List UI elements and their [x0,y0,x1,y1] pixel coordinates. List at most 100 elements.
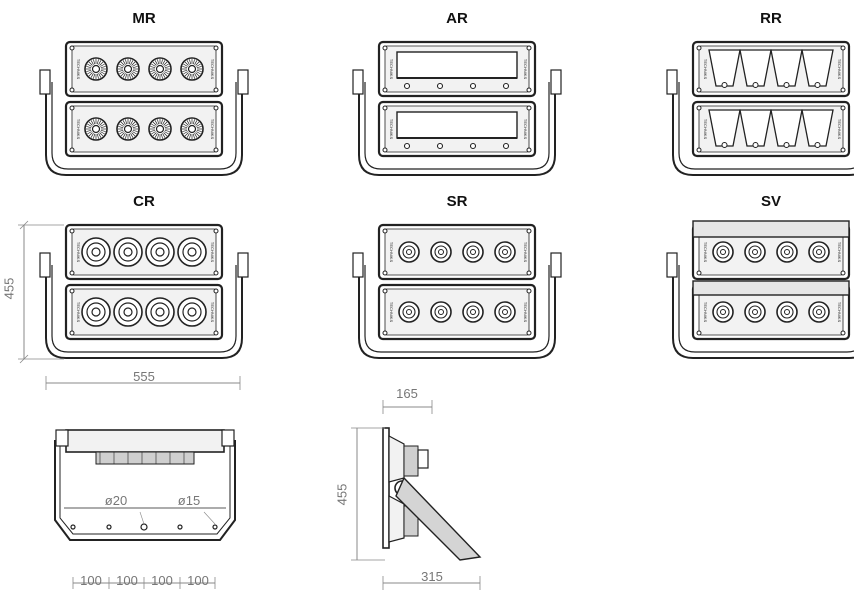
variant-title-sv: SV [760,193,782,210]
side-module-top [388,435,405,483]
pivot-left [352,252,364,278]
optic-reflector [739,49,772,87]
pivot-right [550,69,562,95]
yoke-outer [45,82,243,176]
pivot-left [39,252,51,278]
dim-side-base: 315 [421,569,443,584]
pivot-right [237,252,249,278]
dim-hole-spacing-2: 100 [116,573,138,588]
pivot-left [666,69,678,95]
yoke-outer [45,265,243,359]
mount-hole [140,523,148,531]
dim-front-width: 555 [133,369,155,384]
pivot-right [237,69,249,95]
yoke-inner [678,82,854,170]
optic-reflector [739,109,772,147]
module-plate [71,288,217,336]
side-module-bottom [388,495,405,543]
brand-mark-left: TECHNIKS [703,302,708,323]
visor-mid [692,280,850,296]
optic-reflector [708,109,741,147]
module-plate [71,45,217,93]
mount-hole [106,524,112,530]
mount-hole [212,524,218,530]
brand-mark-left: TECHNIKS [389,119,394,140]
brand-mark-left: TECHNIKS [389,242,394,263]
brand-mark-left: TECHNIKS [703,59,708,80]
plan-housing [65,429,225,453]
yoke-inner [51,265,237,353]
module-plate [384,228,530,276]
fixture-asymmetric-slot: TECHNIKS TECHNIKS TECHNIKS TECHNIKS [352,40,562,176]
dim-hole-small: ø15 [177,493,201,508]
plan-view [54,429,236,589]
brand-mark-right: TECHNIKS [210,119,215,140]
fixture-round-ribbed: TECHNIKS TECHNIKS TECHNIKS TECHNIKS [39,40,249,176]
brand-mark-right: TECHNIKS [523,119,528,140]
brand-mark-right: TECHNIKS [837,302,842,323]
dim-hole-spacing-1: 100 [80,573,102,588]
module-plate [384,288,530,336]
optic-reflector [770,49,803,87]
brand-mark-left: TECHNIKS [76,119,81,140]
fixture-small-ring-visor: TECHNIKS TECHNIKS TECHNIKS TECHNIKS [666,220,854,359]
brand-mark-right: TECHNIKS [210,302,215,323]
optic-slot [396,111,518,139]
dim-hole-spacing-3: 100 [151,573,173,588]
yoke-outer [358,82,556,176]
brand-mark-right: TECHNIKS [523,302,528,323]
variant-title-ar: AR [446,10,468,27]
side-view [351,400,482,590]
brand-mark-left: TECHNIKS [76,302,81,323]
brand-mark-left: TECHNIKS [703,242,708,263]
plan-outline [54,440,236,541]
variant-title-cr: CR [133,193,155,210]
brand-mark-right: TECHNIKS [210,59,215,80]
pivot-left [352,69,364,95]
brand-mark-left: TECHNIKS [703,119,708,140]
fixture-small-ring: TECHNIKS TECHNIKS TECHNIKS TECHNIKS [352,223,562,359]
optic-reflector [708,49,741,87]
yoke-inner [364,265,550,353]
yoke-outer [672,265,854,359]
plan-fins [95,451,195,465]
dim-front-height: 455 [1,277,17,300]
module-plate [71,105,217,153]
brand-mark-right: TECHNIKS [837,59,842,80]
dim-side-depth: 165 [396,386,418,401]
pivot-left [39,69,51,95]
brand-mark-right: TECHNIKS [837,119,842,140]
brand-mark-right: TECHNIKS [523,242,528,263]
brand-mark-left: TECHNIKS [389,59,394,80]
front-dimensions [18,220,241,390]
pivot-right [550,252,562,278]
variant-title-rr: RR [760,10,782,27]
mount-hole [70,524,76,530]
optic-reflector [801,49,834,87]
optic-reflector [770,109,803,147]
side-driver [417,449,429,469]
yoke-inner [51,82,237,170]
optic-reflector [801,109,834,147]
variant-title-sr: SR [446,193,468,210]
brand-mark-right: TECHNIKS [523,59,528,80]
pivot-left [666,252,678,278]
mount-hole [177,524,183,530]
side-front-plate [382,427,390,549]
fixture-rectangular-reflector: TECHNIKS TECHNIKS TECHNIKS TECHNIKS [666,40,854,176]
brand-mark-left: TECHNIKS [76,242,81,263]
dim-hole-large: ø20 [104,493,128,508]
yoke-inner [678,265,854,353]
optic-slot [396,51,518,79]
side-bracket [395,476,482,561]
module-plate [71,228,217,276]
brand-mark-left: TECHNIKS [76,59,81,80]
brand-mark-left: TECHNIKS [389,302,394,323]
dim-side-height: 455 [334,483,350,506]
brand-mark-right: TECHNIKS [837,242,842,263]
yoke-inner [364,82,550,170]
yoke-outer [672,82,854,176]
